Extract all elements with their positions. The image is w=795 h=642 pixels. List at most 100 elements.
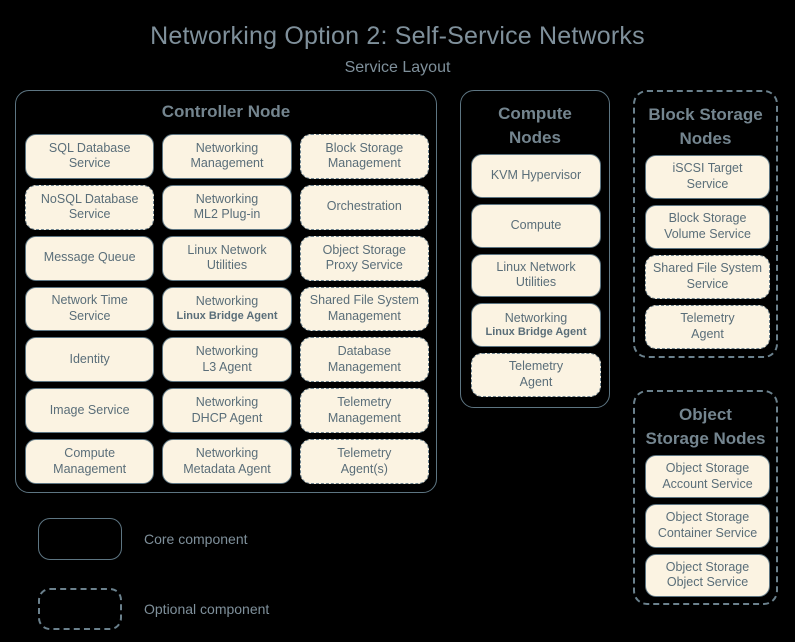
service-box[interactable]: Identity — [25, 337, 155, 383]
service-box[interactable]: KVM Hypervisor — [471, 154, 601, 198]
service-label-line2: Service — [686, 177, 729, 191]
service-label-line2: Management — [327, 308, 401, 323]
compute-nodes-title: Compute Nodes — [461, 102, 609, 150]
service-label-line2: Utilities — [206, 258, 248, 273]
service-label-line1: Telemetry — [337, 395, 392, 410]
service-box[interactable]: Compute — [471, 203, 601, 248]
service-label-line1: Block Storage — [325, 140, 404, 155]
service-label-line2: Management — [190, 156, 264, 171]
service-label-line1: Shared File System — [309, 293, 419, 308]
service-label-line1: Networking — [195, 395, 259, 410]
service-label-line1: Networking — [195, 294, 259, 309]
service-label-line2: Management — [327, 156, 401, 171]
service-label-line2: Container Service — [657, 525, 758, 540]
service-label-line1: Networking — [195, 191, 259, 206]
service-label-line1: Telemetry — [508, 359, 564, 374]
service-label-line1: Linux Network — [496, 259, 576, 274]
service-label-line1: Database — [337, 344, 392, 359]
service-label-line1: Networking — [504, 310, 568, 325]
service-box[interactable]: Orchestration — [299, 184, 429, 230]
service-label-line1: Compute — [64, 445, 116, 460]
service-label-line1: iSCSI Target — [672, 161, 743, 176]
legend-core-label: Core component — [144, 531, 248, 547]
compute-nodes-title-line1: Compute — [498, 104, 572, 123]
service-label-line2: Volume Service — [664, 227, 751, 241]
service-label-line2: Service — [68, 156, 111, 171]
service-label-line1: Networking — [195, 140, 259, 155]
service-box[interactable]: Message Queue — [25, 235, 155, 281]
service-label-line1: Object Storage — [665, 559, 750, 574]
object-storage-title-line2: Storage Nodes — [645, 429, 766, 449]
service-label-line1: Image Service — [49, 402, 130, 417]
service-label-line2: Linux Bridge Agent — [176, 309, 278, 322]
service-label-line1: Compute — [510, 217, 562, 232]
object-storage-title-line1: Object — [679, 405, 732, 424]
service-label-line2: Management — [327, 359, 401, 374]
service-label-line1: Networking — [195, 344, 259, 359]
service-label-line1: Networking — [195, 445, 259, 460]
service-label-line2: Agent(s) — [340, 461, 388, 476]
legend-core-row: Core component — [38, 518, 248, 560]
block-storage-nodes-title: Block Storage Nodes — [635, 103, 776, 151]
service-label-line2: Agent — [519, 375, 553, 390]
controller-node-title: Controller Node — [161, 102, 291, 121]
service-label-line1: Message Queue — [43, 250, 136, 265]
legend-optional-label: Optional component — [144, 601, 270, 617]
service-label-line1: Object Storage — [322, 242, 407, 257]
legend-core-swatch — [38, 518, 122, 560]
service-label-line2: Metadata Agent — [183, 461, 271, 476]
service-label-line2: Agent — [691, 327, 724, 341]
service-label-line1: Block Storage — [668, 211, 747, 226]
block-storage-title-line2: Nodes — [679, 129, 732, 149]
service-label-line1: Network Time — [51, 293, 128, 308]
service-label-line2: L3 Agent — [202, 359, 252, 374]
object-storage-nodes-title: Object Storage Nodes — [635, 403, 776, 451]
block-storage-title-line1: Block Storage — [648, 105, 763, 124]
service-label-line2: DHCP Agent — [191, 410, 263, 425]
service-label-line2: Account Service — [662, 476, 753, 491]
page-subtitle: Service Layout — [344, 59, 451, 76]
service-label-line1: Orchestration — [326, 199, 402, 214]
service-label-line1: Telemetry — [680, 311, 735, 326]
service-label-line2: Service — [686, 277, 729, 291]
service-label-line1: Linux Network — [187, 242, 267, 257]
legend-optional-swatch — [38, 588, 122, 630]
service-label-line2: Service — [68, 207, 111, 222]
service-label-line2: Linux Bridge Agent — [485, 326, 587, 339]
service-label-line1: NoSQL Database — [40, 191, 139, 206]
service-label-line2: Management — [327, 410, 401, 425]
service-box[interactable]: Image Service — [25, 388, 155, 434]
